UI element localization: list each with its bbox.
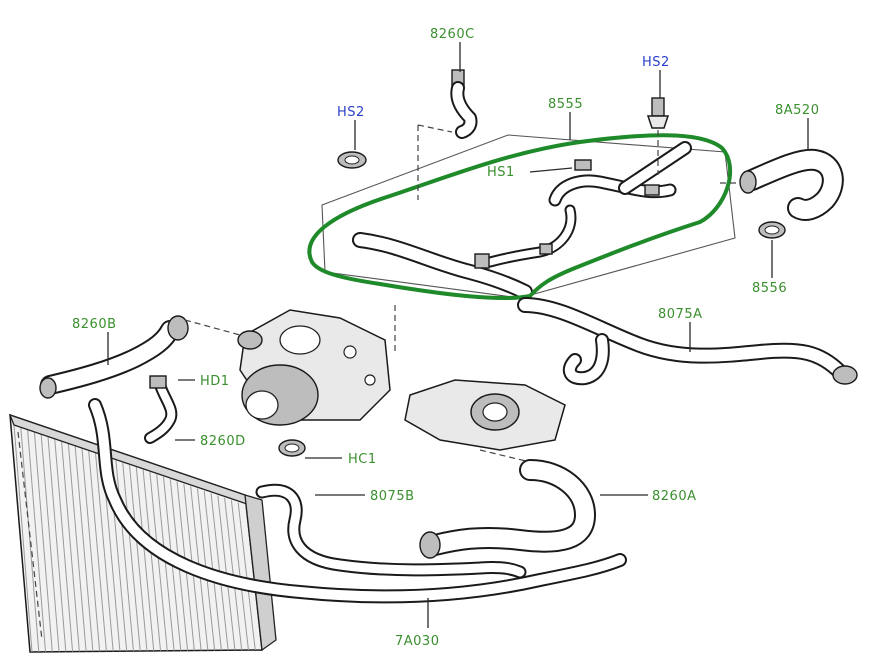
radiator-fin	[230, 500, 249, 651]
label-hs2-right: HS2	[642, 55, 670, 70]
radiator-fin	[20, 427, 40, 652]
part-7a030-hose	[88, 398, 627, 604]
label-hs1: HS1	[487, 165, 515, 180]
label-8260b: 8260B	[72, 317, 117, 332]
radiator-fin	[81, 448, 101, 652]
part-8260a-hose	[419, 459, 596, 559]
radiator-fin	[237, 502, 256, 651]
radiator-fin	[33, 432, 53, 652]
radiator-fin	[142, 469, 162, 651]
part-8260b-hose	[39, 315, 241, 399]
radiator-fin	[61, 441, 80, 652]
bypass-hose-assembly	[321, 134, 736, 300]
leader-lines	[107, 42, 809, 628]
part-8075b-hose	[255, 483, 527, 579]
label-8555: 8555	[548, 97, 583, 112]
hose-clamp-hs2-left	[337, 151, 367, 169]
radiator-fin	[67, 443, 87, 652]
part-8075a-hose	[517, 297, 858, 386]
green-highlight-outline	[307, 133, 733, 301]
radiator-fin	[40, 434, 60, 652]
hose-clamp-hc1	[278, 439, 306, 457]
radiator-fin	[74, 446, 94, 652]
label-8260c: 8260C	[430, 27, 475, 42]
radiator-fin	[129, 464, 148, 652]
radiator-fin	[47, 436, 67, 652]
label-8556: 8556	[752, 281, 787, 296]
radiator-fin	[149, 472, 168, 651]
thermostat-housing	[404, 379, 566, 463]
radiator-fin	[27, 429, 47, 652]
radiator-fin	[88, 450, 107, 652]
label-8260d: 8260D	[200, 434, 246, 449]
label-hs2-left: HS2	[337, 105, 365, 120]
hose-clamp-8556	[758, 221, 786, 239]
label-7a030: 7A030	[395, 634, 439, 649]
water-pump	[237, 305, 396, 426]
radiator-fin	[54, 439, 74, 652]
part-8260c	[417, 69, 478, 200]
label-8260a: 8260A	[652, 489, 696, 504]
label-hd1: HD1	[200, 374, 230, 389]
label-hc1: HC1	[348, 452, 377, 467]
radiator	[8, 413, 277, 653]
radiator-fin	[224, 497, 243, 651]
hose-clamp-hs2-right	[646, 97, 670, 175]
radiator-fin	[95, 453, 114, 652]
part-8a520-hose	[720, 148, 844, 221]
radiator-fin	[135, 467, 155, 651]
part-8260d-hose	[144, 375, 178, 444]
radiator-fin	[13, 424, 33, 653]
radiator-fin	[122, 462, 141, 652]
label-8075a: 8075A	[658, 307, 702, 322]
label-8a520: 8A520	[775, 103, 819, 118]
label-8075b: 8075B	[370, 489, 415, 504]
